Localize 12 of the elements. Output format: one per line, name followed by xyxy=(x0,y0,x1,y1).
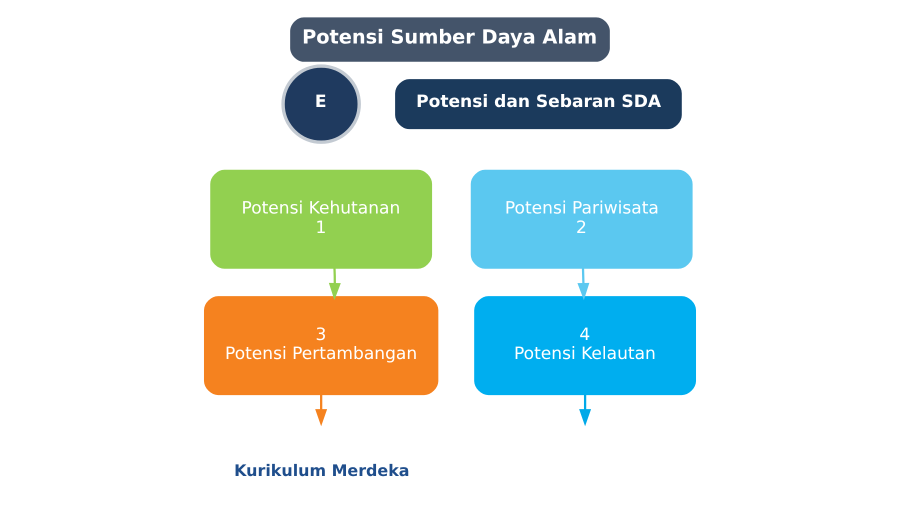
arrow xyxy=(577,268,590,300)
node-box: Potensi Kehutanan 1 xyxy=(210,170,432,269)
diagram-title: Potensi Sumber Daya Alam xyxy=(302,26,598,49)
node-box: Potensi Pariwisata 2 xyxy=(470,170,693,269)
node-circle: E xyxy=(281,64,361,144)
arrow xyxy=(315,394,328,426)
node-box: 3 Potensi Pertambangan xyxy=(204,296,438,396)
arrow xyxy=(579,394,592,426)
node-box: 4 Potensi Kelautan xyxy=(474,296,696,396)
node-box: Potensi dan Sebaran SDA xyxy=(395,79,682,130)
label: Kurikulum Merdeka xyxy=(234,460,410,480)
arrow xyxy=(328,268,341,300)
